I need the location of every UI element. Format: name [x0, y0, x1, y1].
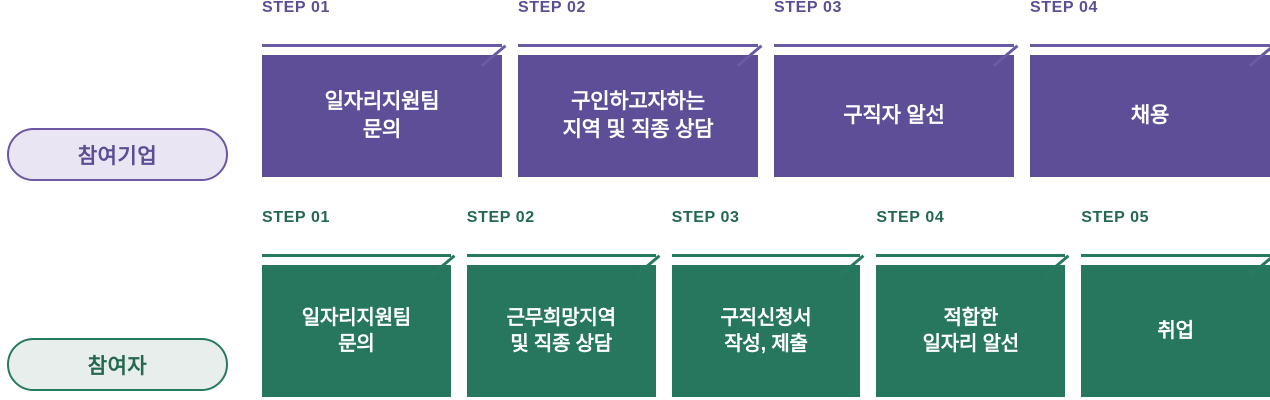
step-box: 채용 — [1030, 55, 1270, 177]
arrow-head — [1244, 236, 1270, 277]
arrow-line — [262, 44, 502, 47]
step-box: 구직자 알선 — [774, 55, 1014, 177]
arrow-line — [466, 254, 656, 257]
step-label: STEP 05 — [1081, 209, 1150, 226]
step-label: STEP 03 — [671, 209, 740, 226]
role-badge-company-label: 참여기업 — [77, 144, 158, 168]
arrow-right-icon — [262, 235, 456, 277]
arrow-head — [732, 26, 763, 67]
arrow-head — [476, 26, 507, 67]
arrow-line — [1030, 44, 1270, 47]
arrow-right-icon — [671, 235, 865, 277]
role-badge-participant: 참여자 — [7, 338, 228, 391]
role-badge-company: 참여기업 — [7, 128, 228, 181]
step-item: STEP 03 구직자 알선 — [774, 0, 1019, 177]
arrow-right-icon — [262, 25, 507, 67]
step-label: STEP 03 — [774, 0, 842, 16]
arrow-line — [774, 44, 1014, 47]
arrow-right-icon — [466, 235, 661, 277]
step-item: STEP 04 채용 — [1030, 0, 1270, 177]
arrow-line — [1081, 254, 1270, 257]
arrow-right-icon — [518, 25, 763, 67]
step-item: STEP 05 취업 — [1081, 210, 1270, 397]
step-label: STEP 02 — [466, 209, 535, 226]
step-box: 취업 — [1081, 265, 1270, 397]
arrow-right-icon — [876, 235, 1070, 277]
arrow-head — [1244, 26, 1270, 67]
arrow-head — [988, 26, 1019, 67]
arrow-head — [834, 236, 865, 277]
arrow-right-icon — [774, 25, 1019, 67]
arrow-head — [630, 236, 661, 277]
arrow-line — [262, 254, 451, 257]
arrow-line — [671, 254, 861, 257]
arrow-right-icon — [1030, 25, 1270, 67]
arrow-head — [425, 236, 456, 277]
role-badge-participant-label: 참여자 — [87, 354, 148, 378]
step-label: STEP 01 — [262, 0, 330, 16]
step-label: STEP 04 — [1030, 0, 1098, 16]
arrow-right-icon — [1081, 235, 1270, 277]
step-label: STEP 04 — [876, 209, 945, 226]
arrow-line — [518, 44, 758, 47]
arrow-head — [1039, 236, 1070, 277]
step-label: STEP 01 — [262, 209, 330, 226]
step-label: STEP 02 — [518, 0, 586, 16]
arrow-line — [876, 254, 1066, 257]
